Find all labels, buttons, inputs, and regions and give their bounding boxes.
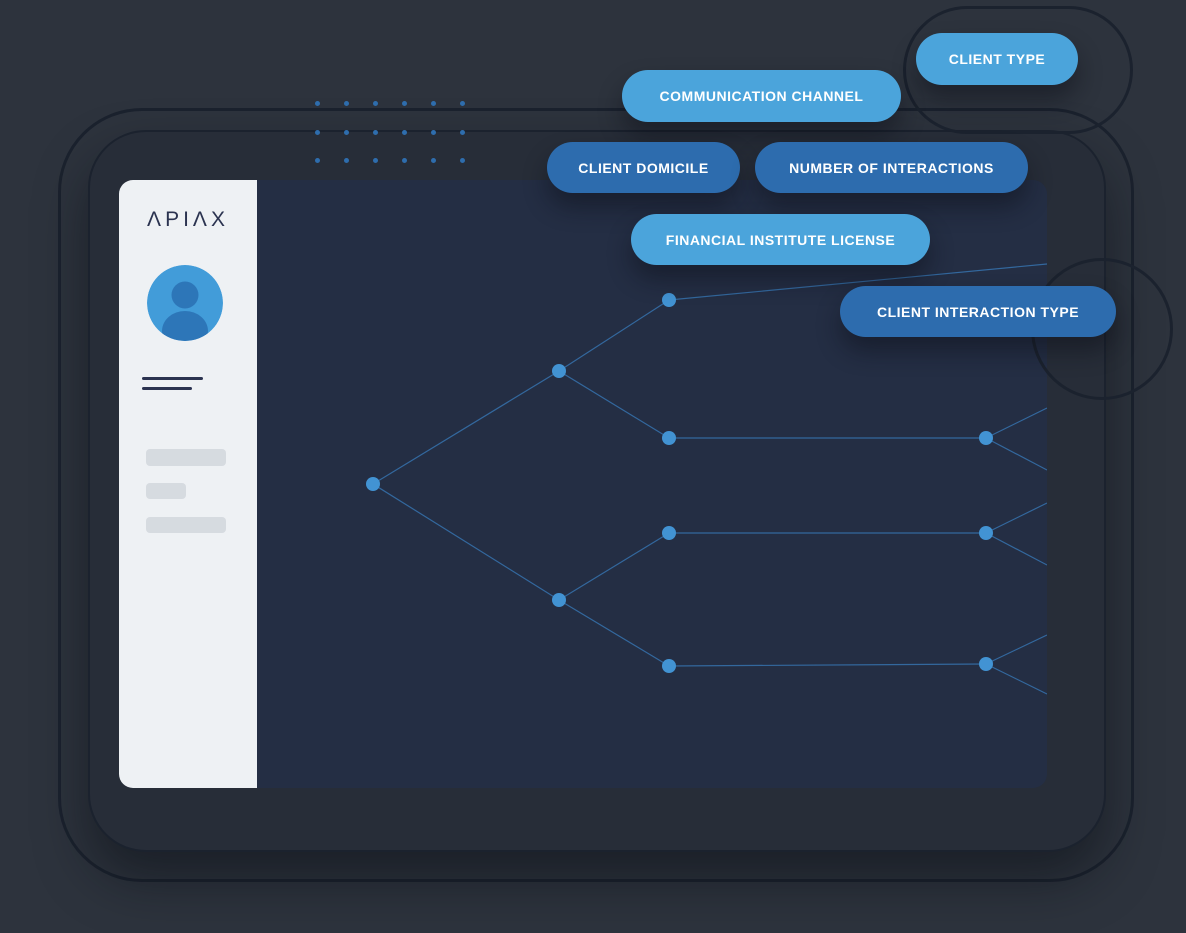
tree-edge <box>558 299 670 372</box>
tree-node[interactable] <box>662 431 676 445</box>
tree-edge <box>558 599 670 667</box>
window-outline-decoration <box>58 108 1134 882</box>
pill-label: CLIENT INTERACTION TYPE <box>876 303 1080 320</box>
decision-tree <box>366 263 1047 695</box>
dot <box>344 101 349 106</box>
roundrect-outline-decoration <box>903 6 1133 134</box>
app-window: ΛPIΛX <box>88 130 1106 852</box>
tree-edge <box>668 263 1047 301</box>
dot <box>460 101 465 106</box>
dot <box>431 129 436 135</box>
tree-edge <box>985 502 1047 534</box>
dot <box>344 158 349 163</box>
pill-client-domicile[interactable]: CLIENT DOMICILE <box>547 142 740 193</box>
tree-node[interactable] <box>662 526 676 540</box>
nav-item-placeholder <box>146 449 226 466</box>
dot <box>373 101 378 106</box>
tree-edge <box>985 663 1047 695</box>
tree-node[interactable] <box>552 364 566 378</box>
pill-label: COMMUNICATION CHANNEL <box>659 88 864 104</box>
dot <box>315 129 320 135</box>
tree-edge <box>668 663 987 667</box>
pill-communication-channel[interactable]: COMMUNICATION CHANNEL <box>622 70 901 122</box>
tree-edge <box>372 370 560 485</box>
dot <box>373 129 378 135</box>
tree-node[interactable] <box>979 657 993 671</box>
tree-edge <box>985 437 1047 471</box>
pill-client-type[interactable]: CLIENT TYPE <box>916 33 1078 85</box>
tree-node[interactable] <box>662 659 676 673</box>
nav-item-placeholder <box>146 517 226 533</box>
pill-label: CLIENT DOMICILE <box>578 159 709 176</box>
tree-node[interactable] <box>552 593 566 607</box>
decision-tree-panel <box>257 180 1047 788</box>
pill-number-of-interactions[interactable]: NUMBER OF INTERACTIONS <box>755 142 1028 193</box>
dot <box>373 158 378 163</box>
tree-edge <box>558 370 670 439</box>
app-screenshot: ΛPIΛX <box>119 180 1047 788</box>
dot <box>431 101 436 106</box>
tree-edge <box>985 532 1047 566</box>
tree-node[interactable] <box>979 431 993 445</box>
tree-node[interactable] <box>662 293 676 307</box>
dot <box>315 158 320 163</box>
avatar[interactable] <box>147 265 223 341</box>
dot <box>402 129 407 135</box>
tree-node[interactable] <box>366 477 380 491</box>
username-line-decoration <box>142 377 203 380</box>
dot <box>315 101 320 106</box>
tree-edge <box>985 407 1047 439</box>
pill-label: CLIENT TYPE <box>948 51 1046 67</box>
brand-logo: ΛPIΛX <box>147 208 229 231</box>
nav-item-placeholder <box>146 483 186 499</box>
user-avatar-icon <box>147 265 223 341</box>
tree-edge <box>372 483 560 601</box>
tree-edge <box>558 532 670 601</box>
dot <box>460 129 465 135</box>
dot <box>402 158 407 163</box>
dot <box>402 101 407 106</box>
username-line-decoration <box>142 387 192 390</box>
pill-client-interaction-type[interactable]: CLIENT INTERACTION TYPE <box>840 286 1116 337</box>
sidebar: ΛPIΛX <box>119 180 257 788</box>
dot <box>344 129 349 135</box>
pill-label: NUMBER OF INTERACTIONS <box>789 159 994 176</box>
tree-edge <box>985 634 1047 665</box>
pill-label: FINANCIAL INSTITUTE LICENSE <box>665 231 896 248</box>
dot <box>460 158 465 163</box>
dot <box>431 158 436 163</box>
tree-node[interactable] <box>979 526 993 540</box>
pill-financial-institute-license[interactable]: FINANCIAL INSTITUTE LICENSE <box>631 214 930 265</box>
